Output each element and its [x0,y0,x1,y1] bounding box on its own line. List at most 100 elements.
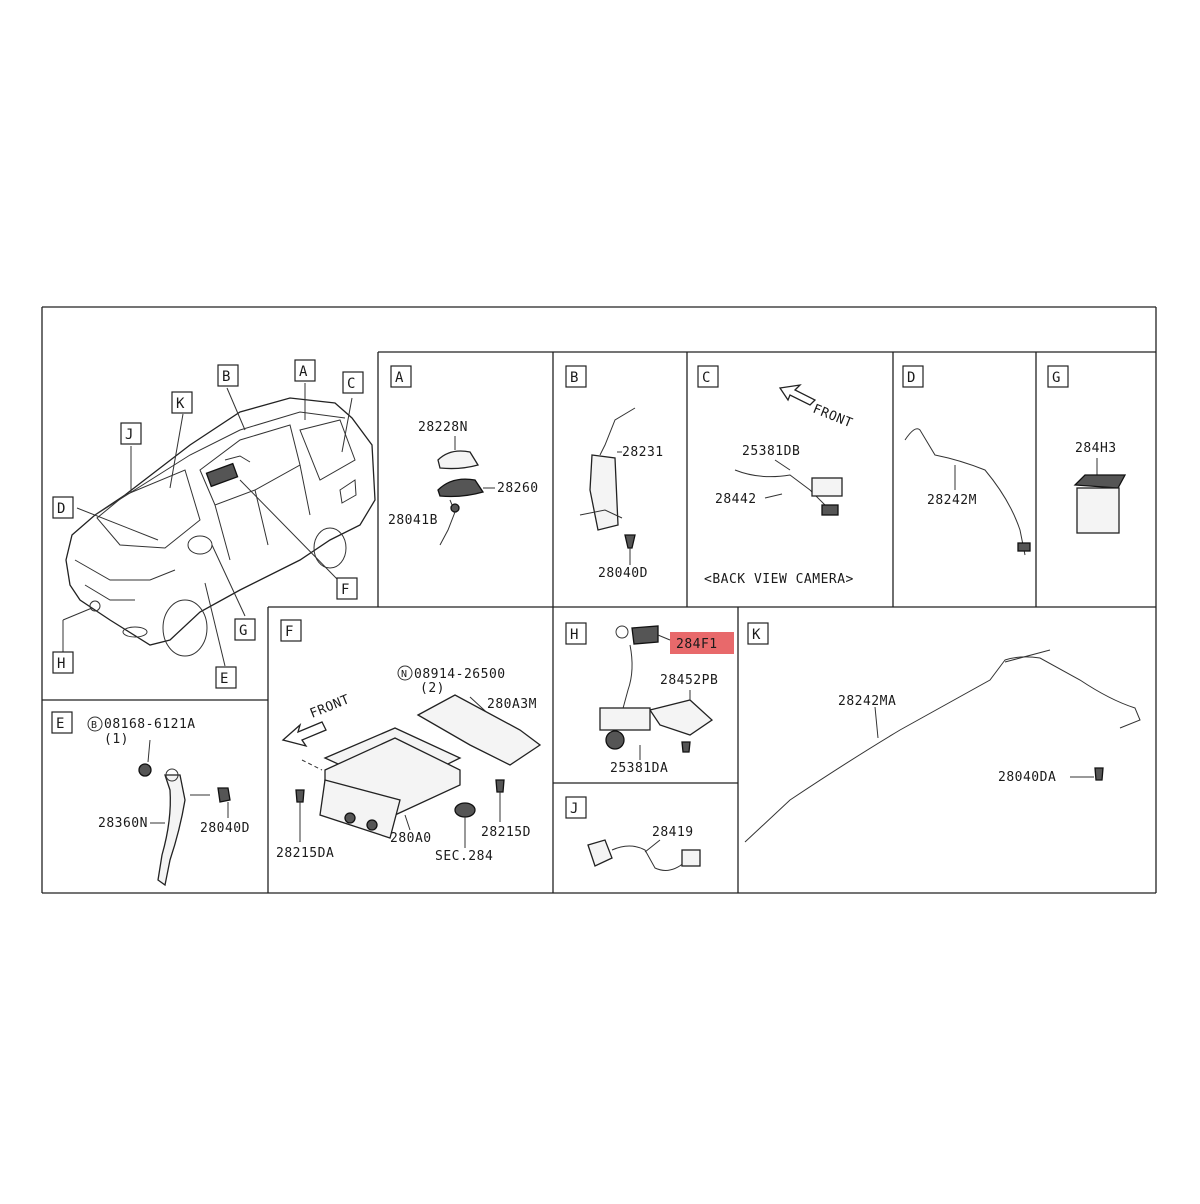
callout-label-g: G [239,623,247,639]
panel-b-letter-box [565,365,587,388]
leader-25381DB [774,459,791,471]
panel-j: J 28419 [565,796,701,871]
leader-c [341,397,353,453]
d-connector [1017,542,1031,552]
part-08914-qty: (2) [420,681,445,696]
part-284F1: 284F1 [676,637,718,652]
f-screw-right [495,779,505,793]
f-screen-knob-1 [344,812,356,824]
f-screw-left [295,789,305,803]
vehicle-roof-antenna [224,455,251,463]
part-28242MA: 28242MA [838,694,896,709]
panel-h-letter: H [570,627,578,643]
part-28360N: 28360N [98,816,148,831]
h-connector [631,625,659,645]
part-28242M: 28242M [927,493,977,508]
antenna-cover [437,450,480,470]
g-switch-body [1076,487,1120,534]
e-symbol-letter: B [91,720,97,731]
panel-j-letter-box [565,796,587,819]
h-cable [621,644,633,713]
f-speaker [454,802,476,818]
panel-f: F N 08914-26500 (2) FRONT 280A3M 28215DA… [276,619,542,864]
vehicle-rear-window [299,419,356,481]
callout-box-e [215,666,237,689]
callout-box-f [336,577,358,600]
panel-j-letter: J [570,801,578,817]
panel-c-letter-box [697,365,719,388]
panel-grid [41,306,1157,894]
overview-leaders [62,383,353,667]
leader-h [62,607,93,621]
vehicle-rear-wheel [313,527,347,569]
part-25381DB: 25381DB [742,444,800,459]
panel-a-letter: A [395,370,404,386]
h-bracket [648,699,714,736]
panel-b: B 28231 28040D [565,365,663,581]
part-28452PB: 28452PB [660,673,718,688]
panel-h-letter-box [565,622,587,645]
h-connector-ring [615,625,629,639]
callout-box-b [217,364,239,387]
leader-28242MA [874,706,879,739]
h-camera-housing [599,707,651,731]
f-symbol-circle [397,665,413,681]
leader-e [204,582,226,667]
callout-box-h [52,651,74,674]
part-08168-6121A: 08168-6121A [104,717,196,732]
vehicle-hood-line [74,559,176,581]
part-28215DA: 28215DA [276,846,334,861]
j-connector [681,849,701,867]
vehicle-side-windows [199,424,301,506]
leader-284F1 [657,634,671,641]
callout-label-e: E [220,671,228,687]
c-front-arrow [778,384,817,406]
e-symbol-circle [87,716,103,732]
callout-label-k: K [176,396,185,412]
g-switch-top [1073,474,1127,489]
panel-g-letter: G [1052,370,1060,386]
highlight-284F1 [670,632,734,654]
callout-label-j: J [125,427,133,443]
callout-box-a [294,359,316,382]
panel-k-letter-box [747,622,769,645]
vehicle-windshield [96,469,201,549]
b-mount [579,509,623,519]
antenna-base [437,478,485,498]
leader-b [226,387,246,431]
leader-k [169,413,184,489]
d-harness [904,428,1026,556]
vehicle-grille [84,584,135,601]
b-cable [599,407,636,456]
vehicle-rear-lamp [339,479,357,504]
label-sec284: SEC.284 [435,849,493,864]
e-strap-eye [165,768,179,782]
label-back-view-camera: <BACK VIEW CAMERA> [704,572,854,587]
vehicle-overview [65,397,376,657]
e-bolt [217,787,231,803]
f-dashed-line [301,759,323,771]
callout-box-j [120,422,142,445]
panel-f-letter-box [280,619,302,642]
part-28228N: 28228N [418,420,468,435]
part-08914-26500: 08914-26500 [414,667,506,682]
part-08168-qty: (1) [104,732,129,747]
panel-e-letter: E [56,716,64,732]
f-screen-knob-2 [366,819,378,831]
callout-box-g [234,618,256,641]
part-28041B: 28041B [388,513,438,528]
part-28040D-e: 28040D [200,821,250,836]
callout-box-d [52,496,74,519]
panel-c: C FRONT 25381DB 28442 <BACK VIEW CAMERA> [697,365,855,587]
panel-a-letter-box [390,365,412,388]
part-28040D-b: 28040D [598,566,648,581]
panel-d-letter-box [902,365,924,388]
panel-k-letter: K [752,627,761,643]
c-connector [821,504,839,516]
leader-d [76,507,159,541]
e-nut [138,763,152,777]
vehicle-front-camera [89,600,101,612]
callout-label-d: D [57,501,65,517]
